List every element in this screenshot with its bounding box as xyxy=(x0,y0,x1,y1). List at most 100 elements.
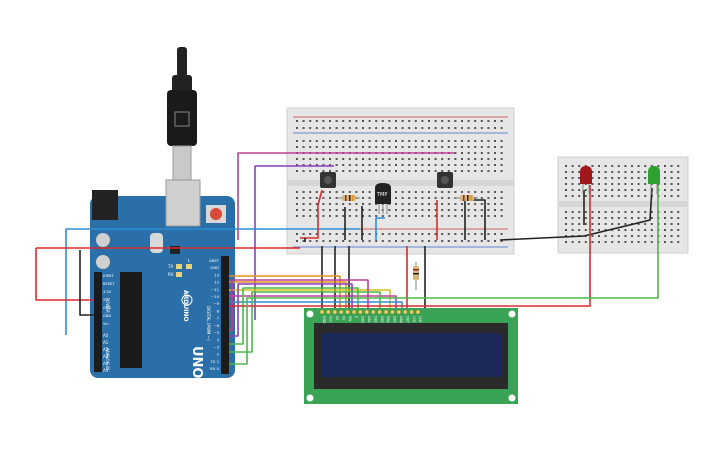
breadboard-hole xyxy=(565,241,567,243)
pushbutton-1-cap[interactable] xyxy=(324,176,332,184)
breadboard-hole xyxy=(604,235,607,237)
breadboard-hole xyxy=(480,203,483,205)
breadboard-hole xyxy=(395,240,397,242)
pushbutton-2-cap[interactable] xyxy=(441,176,449,184)
breadboard-hole xyxy=(664,223,666,225)
breadboard-hole xyxy=(447,215,450,217)
breadboard-hole xyxy=(401,158,404,160)
breadboard-hole xyxy=(617,165,620,167)
breadboard-hole xyxy=(302,240,305,242)
digital-pin-label: ~10 xyxy=(211,294,220,299)
breadboard-hole xyxy=(578,189,581,191)
breadboard-hole xyxy=(428,197,430,199)
breadboard-hole xyxy=(631,235,633,237)
breadboard-hole xyxy=(414,203,417,205)
breadboard-hole xyxy=(302,158,305,160)
breadboard-hole xyxy=(302,209,305,211)
breadboard-hole xyxy=(480,170,483,172)
breadboard-hole xyxy=(571,223,574,225)
breadboard-hole xyxy=(296,197,298,199)
usb-jack xyxy=(165,179,201,227)
breadboard-hole xyxy=(447,120,450,122)
wire-green-led xyxy=(229,185,659,365)
breadboard-hole xyxy=(428,120,430,122)
breadboard-hole xyxy=(296,158,298,160)
breadboard-hole xyxy=(421,191,424,193)
breadboard-hole xyxy=(677,195,680,197)
rx-label: RX xyxy=(168,272,174,277)
breadboard-hole xyxy=(487,140,490,142)
breadboard-hole xyxy=(480,120,483,122)
lcd-pin xyxy=(326,309,331,315)
breadboard-hole xyxy=(329,240,331,242)
breadboard-hole xyxy=(381,215,384,217)
breadboard-hole xyxy=(670,171,673,173)
breadboard-hole xyxy=(322,203,325,205)
lcd-pin-label: DB2 xyxy=(373,316,377,323)
lcd-pin xyxy=(383,309,389,315)
breadboard-hole xyxy=(467,203,470,205)
breadboard-hole xyxy=(342,233,345,235)
breadboard-hole xyxy=(315,127,318,129)
breadboard-hole xyxy=(362,146,364,148)
analog-pin-label: A0 xyxy=(103,333,109,338)
breadboard-hole xyxy=(467,140,470,142)
breadboard-hole xyxy=(414,215,417,217)
breadboard-hole xyxy=(329,158,331,160)
breadboard-hole xyxy=(454,233,457,235)
breadboard-hole xyxy=(434,170,437,172)
breadboard-hole xyxy=(644,171,647,173)
red-led xyxy=(580,166,592,184)
breadboard-hole xyxy=(664,171,666,173)
breadboard-hole xyxy=(322,140,325,142)
breadboard-hole xyxy=(474,215,477,217)
lcd-pin xyxy=(377,309,382,315)
breadboard-hole xyxy=(428,233,430,235)
breadboard-hole xyxy=(368,191,371,193)
breadboard-hole xyxy=(598,235,600,237)
digital-title: DIGITAL (PWM ~) xyxy=(206,306,211,341)
breadboard-hole xyxy=(421,215,424,217)
breadboard-hole xyxy=(584,195,587,197)
digital-pin-label: GND xyxy=(210,265,219,270)
breadboard-hole xyxy=(421,170,424,172)
breadboard-hole xyxy=(395,203,397,205)
breadboard-hole xyxy=(368,140,371,142)
breadboard-hole xyxy=(500,197,503,199)
breadboard-hole xyxy=(467,152,470,154)
breadboard-hole xyxy=(434,215,437,217)
breadboard-hole xyxy=(617,211,620,213)
lcd-pin xyxy=(371,309,376,315)
breadboard-hole xyxy=(467,158,470,160)
breadboard-hole xyxy=(494,170,496,172)
breadboard-hole xyxy=(335,120,338,122)
breadboard-hole xyxy=(631,211,633,213)
breadboard-hole xyxy=(322,120,325,122)
breadboard-hole xyxy=(322,191,325,193)
breadboard-hole xyxy=(631,177,633,179)
lcd-pin xyxy=(351,309,357,315)
breadboard-hole xyxy=(624,211,627,213)
breadboard-hole xyxy=(434,127,437,129)
breadboard-hole xyxy=(322,209,325,211)
wire-black-bb-2 xyxy=(464,199,486,240)
digital-pin-label: TX 1 xyxy=(209,359,219,364)
breadboard-hole xyxy=(309,215,312,217)
breadboard-hole xyxy=(388,164,391,166)
reset-button[interactable] xyxy=(210,208,222,220)
breadboard-hole xyxy=(434,158,437,160)
breadboard-hole xyxy=(329,197,331,199)
breadboard-hole xyxy=(571,165,574,167)
breadboard-hole xyxy=(565,235,567,237)
digital-pin-label: ~5 xyxy=(213,330,219,335)
breadboard-hole xyxy=(375,140,378,142)
breadboard-hole xyxy=(381,170,384,172)
crystal xyxy=(150,233,163,253)
lcd-pin-label: E xyxy=(354,316,358,318)
breadboard-hole xyxy=(315,197,318,199)
breadboard-hole xyxy=(677,211,680,213)
breadboard-hole xyxy=(637,177,640,179)
breadboard-hole xyxy=(381,233,384,235)
breadboard-hole xyxy=(664,189,666,191)
breadboard-hole xyxy=(447,203,450,205)
